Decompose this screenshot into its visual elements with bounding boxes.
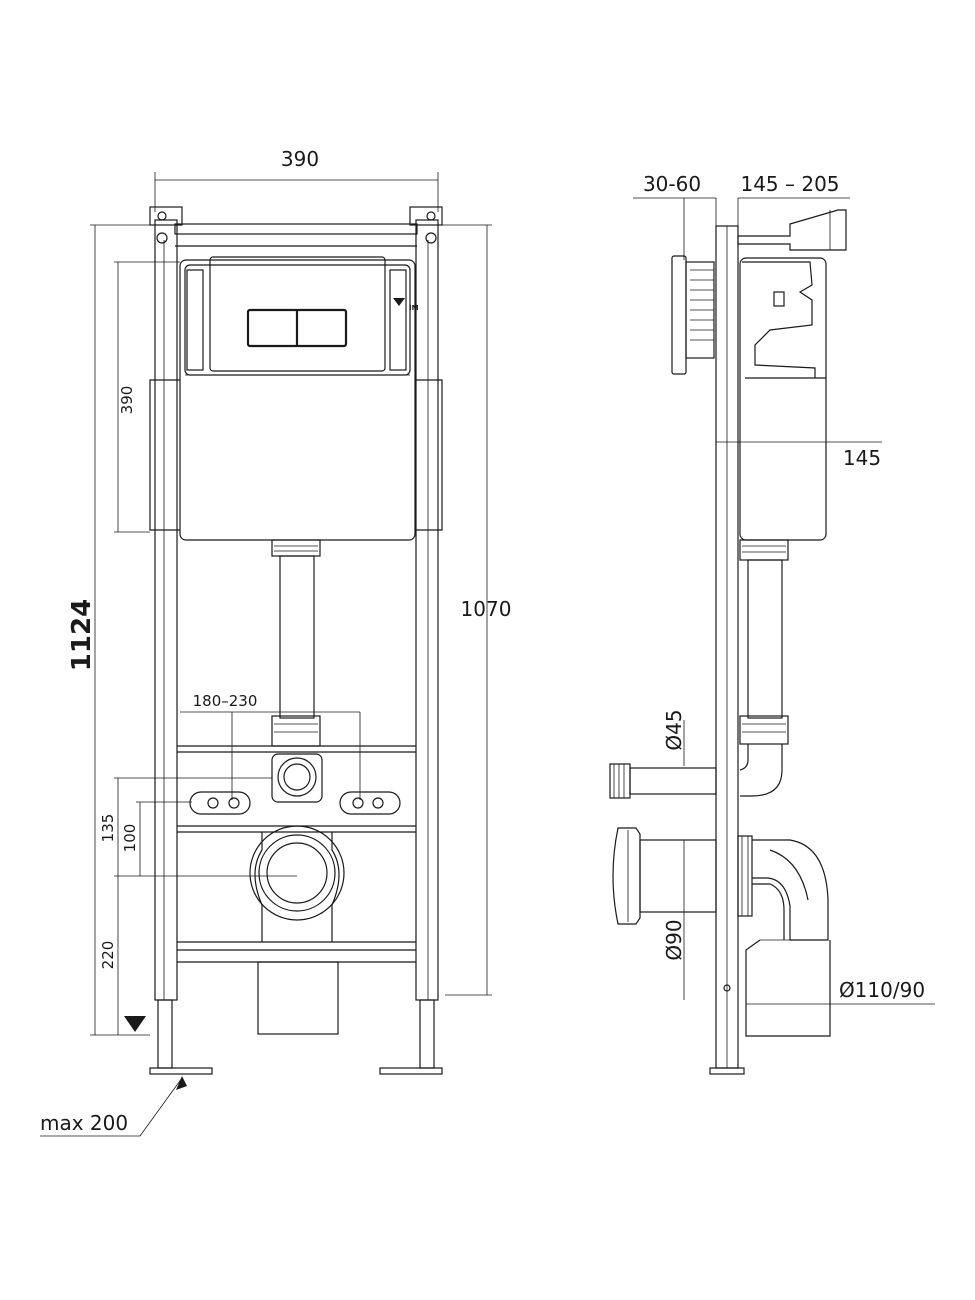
inlet-side: Ø45 [609, 709, 717, 799]
dimension-leg-extension: max 200 [40, 1076, 187, 1137]
frame-width-label: 390 [281, 147, 319, 171]
cistern-side: 145 [716, 257, 882, 541]
dimension-frame-width: 390 [154, 147, 439, 212]
front-view: 390 [40, 147, 512, 1137]
cistern-height-label: 390 [118, 386, 136, 415]
drain-diameter-label: Ø110/90 [839, 978, 925, 1002]
outlet-front [249, 825, 345, 1035]
mount-depth-label: 145 – 205 [740, 172, 839, 196]
inlet-diameter-label: Ø45 [662, 709, 686, 750]
flush-plate-side [671, 255, 715, 375]
outlet-side: Ø90 [612, 827, 717, 1000]
frame-posts [149, 206, 443, 1075]
anchor-spacing-label: 180–230 [193, 692, 258, 710]
flush-pipe-side [739, 539, 789, 797]
outlet-diameter-label: Ø90 [662, 919, 686, 960]
wall-bracket-side [737, 209, 847, 251]
frame-post-side [709, 225, 745, 1075]
connections-front [189, 753, 401, 815]
dimension-total-height: 1124 [67, 224, 150, 1036]
upper-anchor-height-label: 135 [99, 814, 117, 843]
lower-rails [177, 745, 416, 963]
cistern-front: IM [149, 256, 443, 541]
lower-anchor-height-label: 100 [121, 824, 139, 853]
panel-depth-label: 30-60 [643, 172, 701, 196]
drain-side: Ø110/90 [737, 835, 935, 1037]
flush-pipe-front [271, 539, 321, 747]
side-view: 30-60 145 – 205 [609, 172, 935, 1075]
leg-extension-label: max 200 [40, 1111, 128, 1135]
dimension-mount-depth: 145 – 205 [737, 172, 850, 250]
dimension-anchor-heights: 135 100 [99, 777, 272, 876]
cistern-depth-label: 145 [843, 446, 881, 470]
total-height-label: 1124 [67, 599, 97, 671]
dimension-cistern-height: 390 [114, 261, 180, 533]
outlet-height-label: 220 [99, 941, 117, 970]
dimension-outlet-height: 220 [99, 875, 297, 1035]
dimension-panel-depth: 30-60 [633, 172, 717, 260]
dimension-frame-height: 1070 [440, 224, 512, 996]
dimension-anchor-spacing: 180–230 [180, 692, 361, 800]
floor-level-marker [124, 1016, 146, 1032]
brand-mark: IM [409, 304, 419, 312]
frame-height-label: 1070 [461, 597, 512, 621]
